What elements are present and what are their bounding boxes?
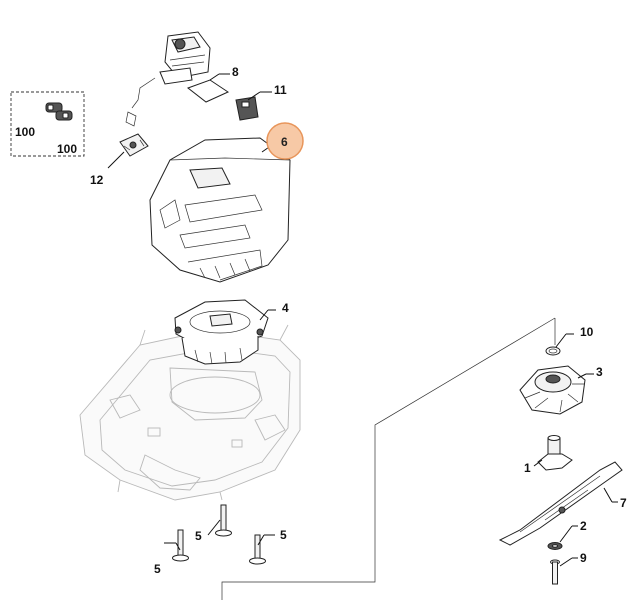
callout-5-left[interactable]: 5 (154, 562, 161, 576)
callout-5-right[interactable]: 5 (280, 528, 287, 542)
highlight-circle-6 (266, 122, 304, 160)
callout-4[interactable]: 4 (282, 301, 289, 315)
part-1-blade-adapter[interactable] (537, 435, 573, 471)
part-100-bottom[interactable] (55, 110, 73, 121)
callout-100-top[interactable]: 100 (15, 125, 35, 139)
callout-11[interactable]: 11 (274, 83, 287, 97)
callout-3[interactable]: 3 (596, 365, 603, 379)
part-100-top[interactable] (45, 102, 63, 113)
callout-9[interactable]: 9 (580, 551, 587, 565)
part-5-screw-right[interactable] (249, 534, 266, 565)
spare-kit-box (10, 91, 85, 157)
part-5-screw-left[interactable] (172, 529, 189, 562)
part-9-bolt[interactable] (550, 559, 560, 585)
callout-7[interactable]: 7 (620, 496, 627, 510)
part-7-blade[interactable] (498, 461, 623, 546)
callout-10[interactable]: 10 (580, 325, 594, 339)
part-6-motor-cover[interactable] (149, 137, 291, 283)
part-12-bracket[interactable] (119, 133, 149, 157)
part-5-screw-mid[interactable] (215, 504, 232, 537)
part-10-circlip[interactable] (545, 346, 561, 356)
callout-5-mid[interactable]: 5 (195, 529, 202, 543)
assembly-frame-lines (221, 317, 556, 600)
callout-6[interactable]: 6 (281, 135, 288, 149)
part-4-motor-housing[interactable] (174, 299, 269, 365)
callout-12[interactable]: 12 (90, 173, 104, 187)
part-2-washer[interactable] (547, 542, 563, 550)
mower-deck-ghost (79, 324, 301, 501)
control-module[interactable] (125, 31, 211, 127)
callout-100-bottom[interactable]: 100 (57, 142, 77, 156)
part-8-cover[interactable] (186, 79, 230, 103)
callout-1[interactable]: 1 (524, 461, 531, 475)
callout-2[interactable]: 2 (580, 519, 587, 533)
part-3-fan[interactable] (519, 365, 586, 415)
callout-labels: 8 11 6 100 100 12 4 10 3 1 7 2 9 5 5 5 (15, 65, 627, 576)
part-11-switch[interactable] (235, 96, 259, 121)
callout-8[interactable]: 8 (232, 65, 239, 79)
